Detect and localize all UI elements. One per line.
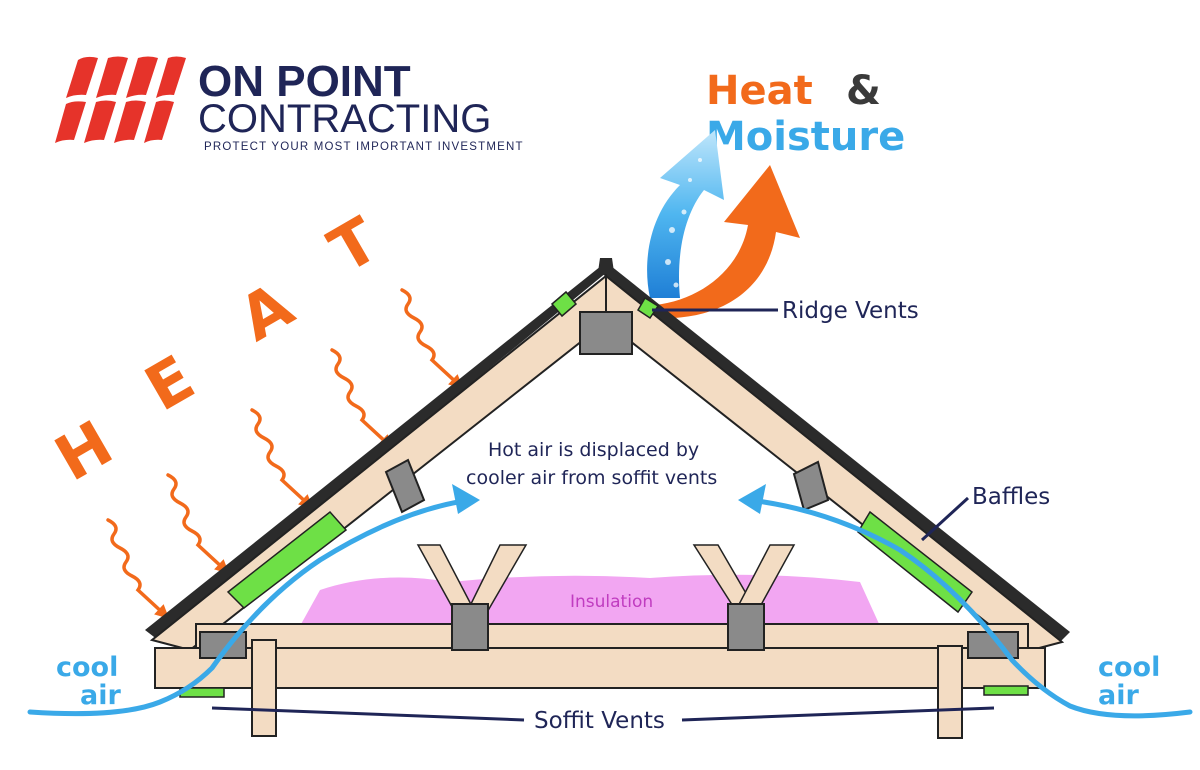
heat-letter-a: A: [227, 268, 305, 355]
hot-air-label-line2: cooler air from soffit vents: [466, 467, 717, 489]
air-flow: [27, 497, 1193, 719]
heat-arrow-icon: [655, 165, 800, 319]
roof-tiles-logo-icon: [55, 56, 186, 143]
cool-air-right-line2: air: [1098, 680, 1139, 711]
heat-title: Heat: [706, 68, 813, 114]
roof-shingles: [145, 258, 1070, 644]
baffle-right-top: [636, 296, 660, 320]
droplet: [698, 158, 702, 162]
insulation-label: Insulation: [570, 592, 653, 612]
droplet: [665, 259, 671, 265]
wavy-heat-arrow-icon: [330, 348, 394, 449]
ridge-block: [579, 311, 633, 355]
heat-letter-e: E: [133, 341, 206, 425]
baffles-pointer: [920, 496, 970, 542]
water-droplets: [665, 158, 702, 288]
soffit-vents-pointer-right: [681, 706, 995, 722]
rafter-block-left: [384, 458, 426, 514]
water-droplet-arrow-icon: [647, 130, 724, 298]
air-arrowhead-right: [738, 484, 766, 514]
wavy-heat-arrow-icon: [400, 288, 464, 389]
soffit-vents-label: Soffit Vents: [534, 708, 665, 734]
chord-block: [727, 603, 765, 651]
brand-name-line2: CONTRACTING: [198, 97, 491, 141]
chord-block: [451, 603, 489, 651]
heat-letter-h: H: [43, 406, 124, 495]
ampersand: &: [846, 68, 881, 114]
droplet: [688, 178, 692, 182]
cool-air-left-line2: air: [80, 680, 121, 711]
heat-letter-t: T: [317, 203, 390, 287]
wall-posts: [251, 639, 963, 739]
rafter-block-right: [792, 460, 830, 512]
soffit-vent-right: [983, 685, 1029, 696]
ridge-vents-label: Ridge Vents: [782, 298, 919, 324]
wavy-heat-arrow-icon: [250, 408, 314, 509]
brand-name-line1: ON POINT: [198, 57, 411, 106]
cool-air-path-left: [27, 497, 473, 717]
cool-air-left-line1: cool: [56, 652, 118, 683]
truss-webs: [416, 544, 796, 615]
cool-air-path-right: [747, 497, 1193, 719]
rafter-blocks: [384, 458, 830, 514]
cool-air-right-line1: cool: [1098, 652, 1160, 683]
left-wall-post: [251, 639, 277, 737]
hot-air-label-line1: Hot air is displaced by: [488, 439, 699, 461]
brand-tagline: PROTECT YOUR MOST IMPORTANT INVESTMENT: [204, 141, 524, 153]
moisture-title: Moisture: [706, 114, 905, 160]
wavy-heat-arrow-icon: [106, 518, 170, 619]
wavy-heat-arrows: [106, 288, 464, 619]
droplet: [669, 227, 675, 233]
air-arrowhead-left: [452, 484, 480, 514]
droplet: [673, 282, 679, 288]
soffit-vents-pointer-left: [211, 706, 525, 722]
droplet: [681, 209, 687, 215]
heat-letters: H E A T: [43, 203, 390, 495]
baffle-left-top: [550, 290, 578, 318]
baffles-label: Baffles: [972, 484, 1050, 510]
chord-blocks: [199, 603, 1019, 659]
baffle-left-lower: [226, 510, 348, 609]
wavy-heat-arrow-icon: [166, 473, 230, 574]
bottom-chord: [154, 623, 1046, 689]
right-wall-post: [937, 645, 963, 739]
